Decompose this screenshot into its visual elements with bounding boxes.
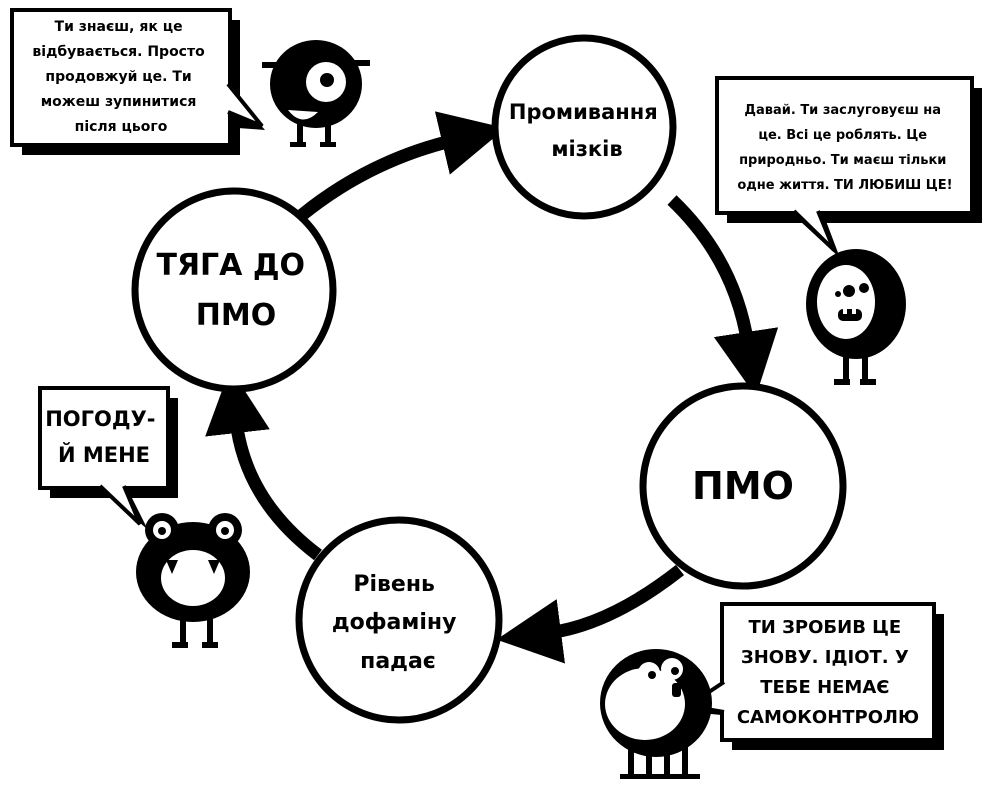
frog-monster-icon (136, 513, 250, 648)
cyclops-monster-icon (262, 40, 370, 147)
node-pmo-label: ПМО (692, 464, 794, 508)
speech-bubble-again: ТИ ЗРОБИВ ЦЕ ЗНОВУ. ІДІОТ. У ТЕБЕ НЕМАЄ … (682, 602, 944, 750)
node-pmo: ПМО (639, 382, 847, 590)
node-craving: ТЯГА ДО ПМО (131, 187, 337, 393)
node-brainwash: Промивання мізків (491, 34, 677, 220)
speech-bubble-deserve: Давай. Ти заслуговуєш на це. Всі це робл… (715, 76, 982, 258)
bubble-keep-going-text: Ти знаєш, як це відбувається. Просто про… (32, 19, 209, 135)
grinning-monster-icon (806, 249, 906, 385)
laughing-monster-icon (600, 649, 712, 779)
speech-bubble-keep-going: Ти знаєш, як це відбувається. Просто про… (10, 8, 265, 155)
bubble-deserve-text: Давай. Ти заслуговуєш на це. Всі це робл… (737, 103, 952, 193)
arrow-brainwash-to-pmo (667, 195, 779, 397)
arrow-pmo-to-dopamine (496, 564, 685, 664)
arrow-dopamine-to-craving (205, 368, 322, 561)
node-dopamine: Рівень дофаміну падає (295, 516, 503, 724)
speech-bubble-feed-me: ПОГОДУ- Й МЕНЕ (38, 386, 178, 530)
arrow-craving-to-brainwash (297, 111, 506, 221)
bubble-again-text: ТИ ЗРОБИВ ЦЕ ЗНОВУ. ІДІОТ. У ТЕБЕ НЕМАЄ … (737, 617, 919, 728)
node-dopamine-label: Рівень дофаміну падає (332, 572, 464, 674)
bubble-feed-me-text: ПОГОДУ- Й МЕНЕ (45, 407, 163, 467)
node-craving-label: ТЯГА ДО ПМО (156, 248, 315, 333)
node-brainwash-label: Промивання мізків (509, 100, 665, 161)
